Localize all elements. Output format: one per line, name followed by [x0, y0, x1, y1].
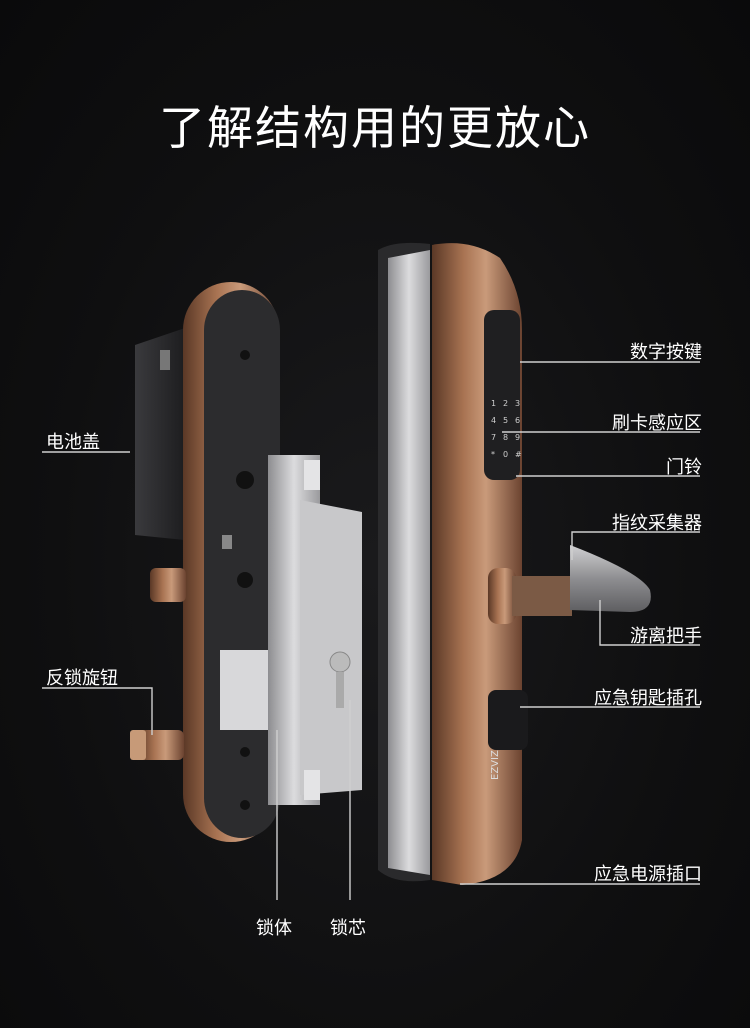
- keypad-digit: 8: [503, 433, 508, 442]
- keypad-digit: #: [515, 450, 522, 459]
- door-handle: [488, 545, 651, 624]
- keypad-digit: 3: [515, 399, 520, 408]
- keypad-digit: 6: [515, 416, 520, 425]
- keypad-digit: 1: [491, 399, 496, 408]
- brand-logo: EZVIZ: [490, 750, 501, 780]
- page-title: 了解结构用的更放心: [159, 101, 591, 155]
- front-panel: EZVIZ: [378, 242, 528, 885]
- label-keypad: 数字按键: [630, 342, 702, 363]
- label-battery-cover: 电池盖: [46, 432, 100, 453]
- keypad-digit: 0: [503, 450, 508, 459]
- callout-fingerprint: [571, 531, 700, 560]
- label-lock-body: 锁体: [256, 918, 292, 939]
- back-panel: [183, 282, 280, 842]
- label-handle: 游离把手: [630, 626, 702, 647]
- label-power-port: 应急电源插口: [594, 864, 702, 885]
- anti-lock-knob: [130, 568, 186, 760]
- keypad-digit: 7: [491, 433, 496, 442]
- label-card-area: 刷卡感应区: [612, 413, 702, 434]
- keypad-digit: 4: [491, 416, 496, 425]
- keypad-digit: *: [491, 450, 495, 459]
- label-lock-cylinder: 锁芯: [330, 918, 366, 939]
- label-key-hole: 应急钥匙插孔: [594, 688, 702, 709]
- label-fingerprint: 指纹采集器: [612, 513, 702, 534]
- keypad-digit: 5: [503, 416, 508, 425]
- keypad-digit: 9: [515, 433, 520, 442]
- label-anti-lock-knob: 反锁旋钮: [46, 668, 118, 689]
- callout-handle: [599, 600, 700, 646]
- callout-anti-lock-knob: [42, 687, 153, 735]
- keypad-digit: 2: [503, 399, 508, 408]
- label-doorbell: 门铃: [666, 457, 702, 478]
- battery-cover: [135, 328, 185, 540]
- callout-lines: [42, 361, 700, 900]
